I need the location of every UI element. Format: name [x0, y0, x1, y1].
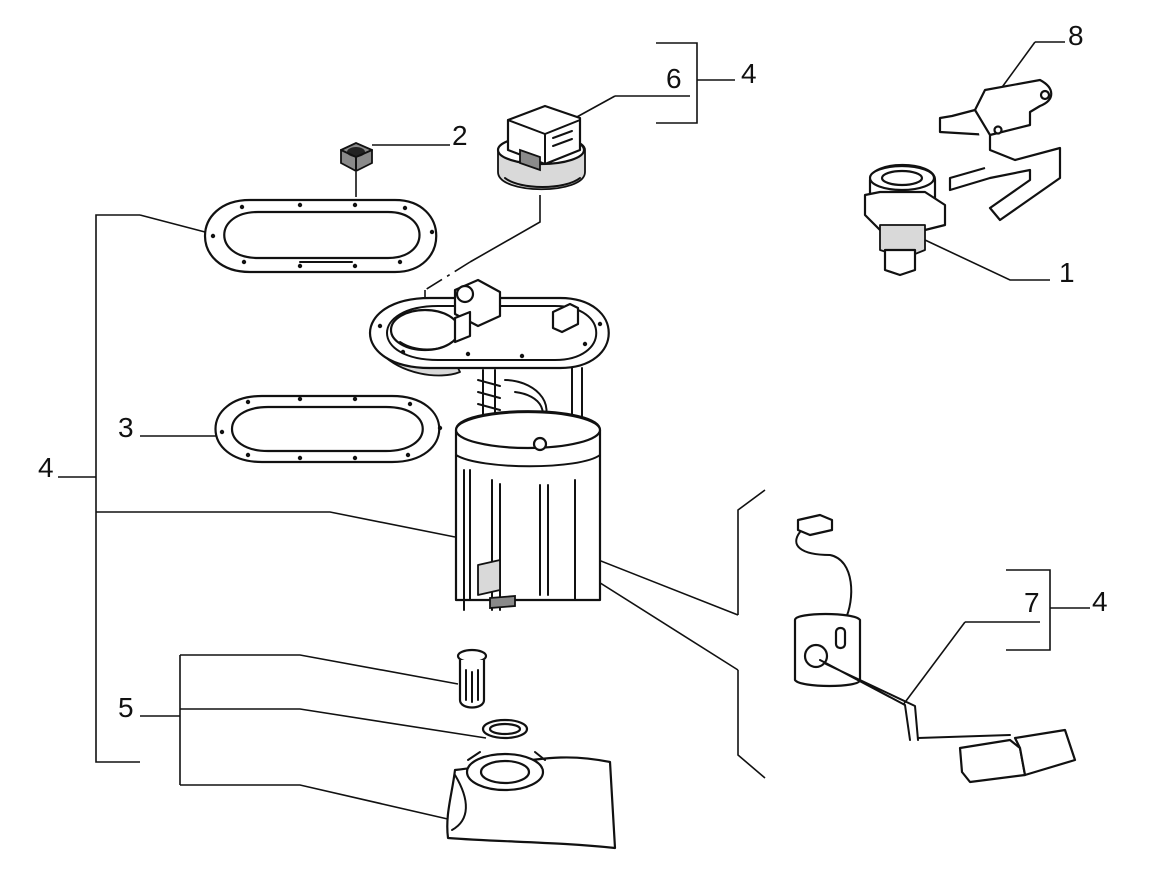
level-sensor	[863, 164, 947, 277]
callout-6: 6	[666, 63, 682, 94]
callout-2: 2	[452, 120, 468, 151]
callout-5: 5	[118, 692, 134, 723]
float-arm-detail	[793, 513, 1077, 784]
callout-4-left: 4	[38, 452, 54, 483]
callout-8: 8	[1068, 20, 1084, 51]
nut-part	[340, 142, 373, 173]
pump-flange	[368, 278, 610, 377]
callout-1: 1	[1059, 257, 1075, 288]
callout-4-right: 4	[1092, 586, 1108, 617]
sensor-bracket	[938, 78, 1062, 222]
upper-gasket	[203, 198, 438, 274]
pump-body	[454, 367, 602, 611]
callout-4-top: 4	[741, 58, 757, 89]
filter-parts	[446, 648, 617, 850]
callout-7: 7	[1024, 587, 1040, 618]
callout-3: 3	[118, 412, 134, 443]
connector-cap	[496, 104, 586, 191]
lower-gasket	[214, 394, 443, 464]
